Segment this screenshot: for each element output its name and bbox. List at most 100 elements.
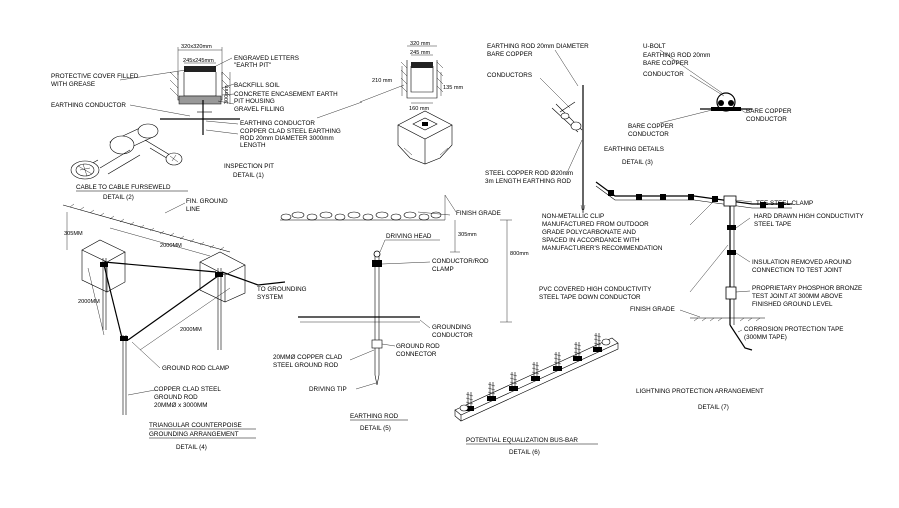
detail-5-number: DETAIL (5) — [360, 425, 391, 432]
detail-4-number: DETAIL (4) — [176, 444, 207, 451]
label-pit-housing: PIT HOUSING — [234, 98, 275, 105]
label-rod-line2: ROD 20mm DIAMETER 3000mm — [240, 135, 334, 142]
label-conductor-right: CONDUCTOR — [746, 116, 787, 123]
label-protective-cover: PROTECTIVE COVER FILLED — [51, 73, 139, 80]
cover-dim-210: 210 mm — [372, 78, 393, 84]
label-20mm-3000mm: 20MMØ x 3000MM — [154, 402, 208, 409]
label-earthing-rod-20mm: EARTHING ROD 20mm — [643, 52, 710, 59]
cover-dim-135: 135 mm — [443, 85, 464, 91]
cover-dim-245: 245 mm — [410, 50, 431, 56]
detail-1-title: INSPECTION PIT — [224, 163, 274, 170]
label-300mm-tape: (300MM TAPE) — [744, 334, 787, 341]
detail-6-bus-bar: POTENTIAL EQUALIZATION BUS-BAR DETAIL (6… — [454, 333, 619, 456]
pit-cover-section: 320 mm 245 mm 210 mm 135 mm 160 mm — [316, 41, 464, 165]
label-line: LINE — [186, 206, 200, 213]
label-ground-rod-top: GROUND ROD — [396, 343, 440, 350]
label-system: SYSTEM — [257, 294, 283, 301]
detail-5-earthing-rod: FINISH GRADE 305mm 800mm DRIVING HEAD CO… — [273, 194, 529, 432]
label-grounding-conductor: CONDUCTOR — [432, 332, 473, 339]
label-with-grease: WITH GREASE — [51, 81, 95, 88]
detail-3-label-steel: STEEL COPPER ROD Ø20mm — [485, 170, 573, 177]
detail-3-label-3m: 3m LENGTH EARTHING ROD — [485, 178, 571, 185]
label-u-bolt: U-BOLT — [643, 43, 666, 50]
cover-dim-160: 160 mm — [409, 106, 430, 112]
pit-dim-outer: 320x320mm — [181, 44, 212, 50]
bus-bar-bolts — [465, 333, 602, 411]
label-earthing-conductor-left: EARTHING CONDUCTOR — [51, 102, 126, 109]
test-joint — [725, 286, 737, 300]
label-finish-grade-7: FINISH GRADE — [630, 306, 675, 313]
detail-3-number: DETAIL (3) — [622, 159, 653, 166]
detail-7-title: LIGHTNING PROTECTION ARRANGEMENT — [636, 388, 764, 395]
detail-3-title: EARTHING DETAILS — [604, 146, 664, 153]
label-bare-copper-left: BARE COPPER — [628, 123, 674, 130]
label-earth-pit: "EARTH PIT" — [234, 62, 271, 69]
label-tee-steel-clamp: TEE STEEL CLAMP — [756, 200, 813, 207]
dim-2000-left: 2000MM — [78, 299, 100, 305]
detail-6-title: POTENTIAL EQUALIZATION BUS-BAR — [466, 437, 578, 444]
detail-3-label-conductors: CONDUCTORS — [487, 72, 532, 79]
label-insulation-removed: INSULATION REMOVED AROUND — [752, 259, 852, 266]
detail-7-lightning-protection: TEE STEEL CLAMP NON-METALLIC CLIP MANUFA… — [539, 181, 864, 411]
label-backfill-soil: BACKFILL SOIL — [234, 82, 280, 89]
detail-2-cable-weld: CABLE TO CABLE FURSEWELD DETAIL (2) — [70, 123, 188, 201]
label-driving-head: DRIVING HEAD — [386, 233, 432, 240]
pit-dim-inner: 245x245mm — [183, 58, 214, 64]
label-manufactured: MANUFACTURED FROM OUTDOOR — [542, 221, 649, 228]
label-connection-test: CONNECTION TO TEST JOINT — [752, 267, 842, 274]
label-hard-drawn: HARD DRAWN HIGH CONDUCTIVITY — [754, 213, 864, 220]
label-finished-ground: FINISHED GROUND LEVEL — [752, 301, 833, 308]
label-driving-tip: DRIVING TIP — [309, 386, 347, 393]
label-corrosion-tape: CORROSION PROTECTION TAPE — [744, 326, 843, 333]
detail-2-number: DETAIL (2) — [103, 194, 134, 201]
label-grounding: GROUNDING — [432, 324, 471, 331]
label-bare-copper-top: BARE COPPER — [643, 60, 689, 67]
label-phosphor-bronze: PROPRIETARY PHOSPHOR BRONZE — [752, 285, 862, 292]
dim-2000-top: 2000MM — [160, 243, 182, 249]
finish-grade-gravel — [280, 211, 442, 221]
label-finish-grade: FINISH GRADE — [456, 210, 501, 217]
tee-clamp — [723, 195, 737, 207]
tape-clips — [608, 190, 784, 208]
label-20mm-copper-clad: 20MMØ COPPER CLAD — [273, 354, 343, 361]
label-spaced: SPACED IN ACCORDANCE WITH — [542, 237, 640, 244]
dim-800mm: 800mm — [510, 251, 529, 257]
label-ground-rod: GROUND ROD — [154, 394, 198, 401]
label-conductor-left: CONDUCTOR — [628, 131, 669, 138]
label-grade-poly: GRADE POLYCARBONATE AND — [542, 229, 636, 236]
detail-3-label-bare: BARE COPPER — [487, 51, 533, 58]
label-pvc-covered: PVC COVERED HIGH CONDUCTIVITY — [539, 286, 652, 293]
label-manufacturer-rec: MANUFACTURER'S RECOMMENDATION — [542, 245, 663, 252]
label-conductor-rod: CONDUCTOR/ROD — [432, 258, 489, 265]
dim-305mm: 305MM — [64, 231, 83, 237]
label-clamp: CLAMP — [432, 266, 454, 273]
label-down-conductor: STEEL TAPE DOWN CONDUCTOR — [539, 294, 641, 301]
label-steel-tape: STEEL TAPE — [754, 221, 791, 228]
detail-1-inspection-pit: 320x320mm 245x245mm 300mm ENGRAVED LETTE… — [51, 44, 341, 179]
label-conductor-top: CONDUCTOR — [643, 71, 684, 78]
label-bare-copper-right: BARE COPPER — [746, 108, 792, 115]
detail-4-triangular-counterpoise: FIN. GROUND LINE 305MM 2000MM 2000MM 200… — [62, 198, 307, 451]
label-earthing-conductor-right: EARTHING CONDUCTOR — [240, 120, 315, 127]
detail-1-number: DETAIL (1) — [233, 172, 264, 179]
detail-6-number: DETAIL (6) — [509, 449, 540, 456]
label-ground-rod-clamp: GROUND ROD CLAMP — [162, 365, 229, 372]
label-test-joint-300: TEST JOINT AT 300MM ABOVE — [752, 293, 843, 300]
detail-4-title-1: TRIANGULAR COUNTERPOISE — [149, 422, 242, 429]
label-gravel-filling: GRAVEL FILLING — [234, 106, 284, 113]
label-non-metallic-clip: NON-METALLIC CLIP — [542, 213, 604, 220]
label-steel-ground-rod: STEEL GROUND ROD — [273, 362, 339, 369]
pit-cover — [184, 66, 216, 72]
detail-3-label-rod: EARTHING ROD 20mm DIAMETER — [487, 43, 589, 50]
dim-2000-right: 2000MM — [180, 327, 202, 333]
detail-2-title: CABLE TO CABLE FURSEWELD — [76, 184, 171, 191]
detail-5-title: EARTHING ROD — [350, 413, 399, 420]
dim-305mm-rod: 305mm — [458, 232, 477, 238]
detail-4-title-2: GROUNDING ARRANGEMENT — [149, 431, 239, 438]
label-engraved-letters: ENGRAVED LETTERS — [234, 55, 299, 62]
label-copper-clad-steel: COPPER CLAD STEEL — [154, 386, 221, 393]
detail-7-number: DETAIL (7) — [698, 404, 729, 411]
label-rod-line1: COPPER CLAD STEEL EARTHING — [240, 128, 341, 135]
label-to-grounding: TO GROUNDING — [257, 286, 307, 293]
